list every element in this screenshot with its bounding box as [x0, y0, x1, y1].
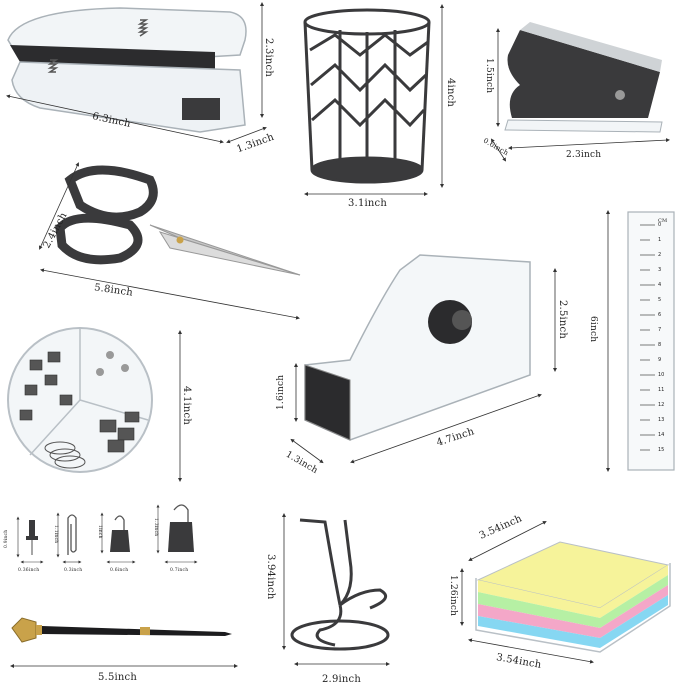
pen-holder-diameter-label: 3.1inch: [348, 198, 387, 209]
ruler-length-label: 6inch: [588, 316, 598, 343]
binder-clip-large-width-label: 0.7inch: [170, 568, 189, 573]
tape-dispenser-front-height-label: 1.6inch: [276, 374, 286, 410]
phone-stand-width-label: 2.9inch: [322, 674, 361, 685]
binder-clip-large-image: [168, 504, 194, 552]
phone-stand-dimensions: [282, 513, 390, 666]
binder-clip-small-width-label: 0.6inch: [110, 568, 129, 573]
pen-holder-dimensions: [304, 4, 444, 196]
memo-cube-image: [475, 541, 671, 653]
pen-length-label: 5.5inch: [98, 672, 137, 683]
memo-cube-height-label: 1.26inch: [448, 575, 458, 617]
push-pin-image: [26, 520, 38, 555]
tape-dispenser-image: [304, 254, 531, 441]
binder-clip-large-height-label: 1.3inch: [153, 518, 158, 537]
pen-holder-image: [303, 8, 431, 184]
paper-clip-height-label: 1.1inch: [53, 525, 58, 544]
push-pin-width-label: 0.36inch: [18, 568, 40, 573]
push-pin-height-label: 0.9inch: [4, 529, 9, 548]
staple-remover-height-label: 1.5inch: [484, 58, 494, 94]
phone-stand-height-label: 3.94inch: [265, 554, 276, 600]
scissors-image: [55, 165, 301, 276]
memo-cube-dimensions: [460, 521, 594, 664]
stapler-height-label: 2.3inch: [263, 38, 274, 77]
small-items-dimensions: [16, 504, 198, 564]
binder-clip-small-image: [110, 515, 130, 552]
scissors-dimensions: [39, 162, 300, 320]
stapler-image: [7, 7, 247, 133]
ruler-unit-label: CM: [658, 218, 668, 224]
binder-clip-small-height-label: 1inch: [97, 525, 102, 539]
pen-image: [11, 617, 232, 643]
pen-holder-height-label: 4inch: [445, 78, 456, 108]
clip-box-height-label: 4.1inch: [181, 386, 192, 425]
phone-stand-image: [290, 518, 390, 651]
paper-clip-image: [67, 514, 77, 555]
staple-remover-dimensions: [490, 28, 670, 162]
stapler-dimensions: [6, 2, 267, 144]
paper-clip-width-label: 0.3inch: [64, 568, 83, 573]
clip-box-image: [7, 327, 153, 473]
tape-dispenser-dimensions: [290, 268, 557, 464]
tape-dispenser-height-label: 2.5inch: [557, 300, 568, 339]
ruler-image: [627, 211, 675, 471]
staple-remover-width-label: 2.3inch: [566, 150, 602, 160]
staple-remover-image: [504, 22, 663, 133]
